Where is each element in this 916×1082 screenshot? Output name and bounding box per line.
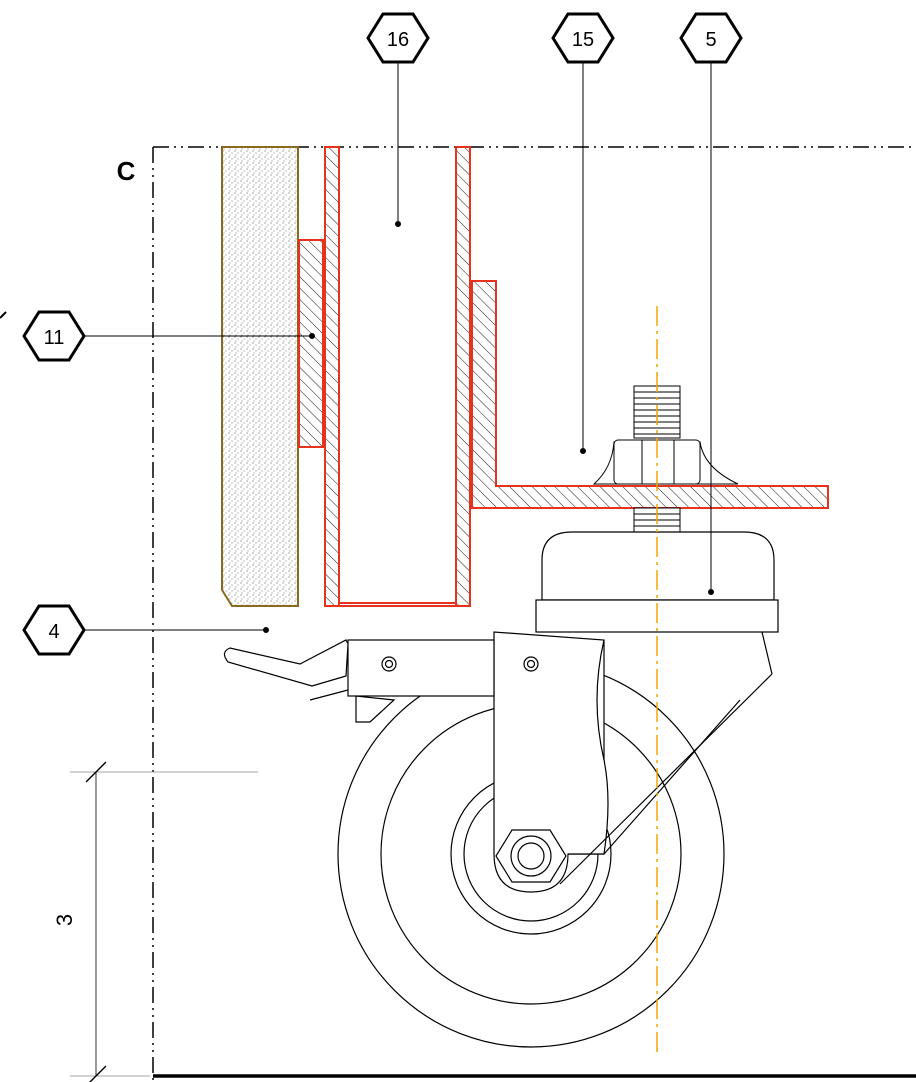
leader-lines: [84, 52, 714, 633]
height-dimension: [70, 761, 258, 1082]
callout-16: 16: [366, 12, 430, 64]
callout-4: 4: [22, 604, 86, 656]
edge-leader-stub: [0, 311, 7, 319]
threaded-stud: [592, 385, 739, 533]
brake-lever: [223, 639, 495, 723]
callout-5: 5: [679, 12, 743, 64]
svg-text:16: 16: [387, 29, 409, 51]
svg-text:15: 15: [572, 29, 594, 51]
callout-15: 15: [551, 12, 615, 64]
tube-profile: [324, 146, 471, 607]
svg-text:5: 5: [705, 29, 716, 51]
caster-fork: [493, 631, 773, 893]
svg-text:4: 4: [48, 621, 59, 643]
axle-nut: [495, 829, 567, 883]
callout-11: 11: [22, 310, 86, 362]
angle-bracket: [471, 280, 829, 509]
svg-text:11: 11: [44, 327, 65, 349]
caster-dome: [541, 531, 775, 601]
section-label: C: [117, 156, 136, 186]
inner-plate: [298, 239, 324, 448]
insulation-panel: [221, 146, 299, 607]
dimension-label: 3: [52, 914, 77, 926]
